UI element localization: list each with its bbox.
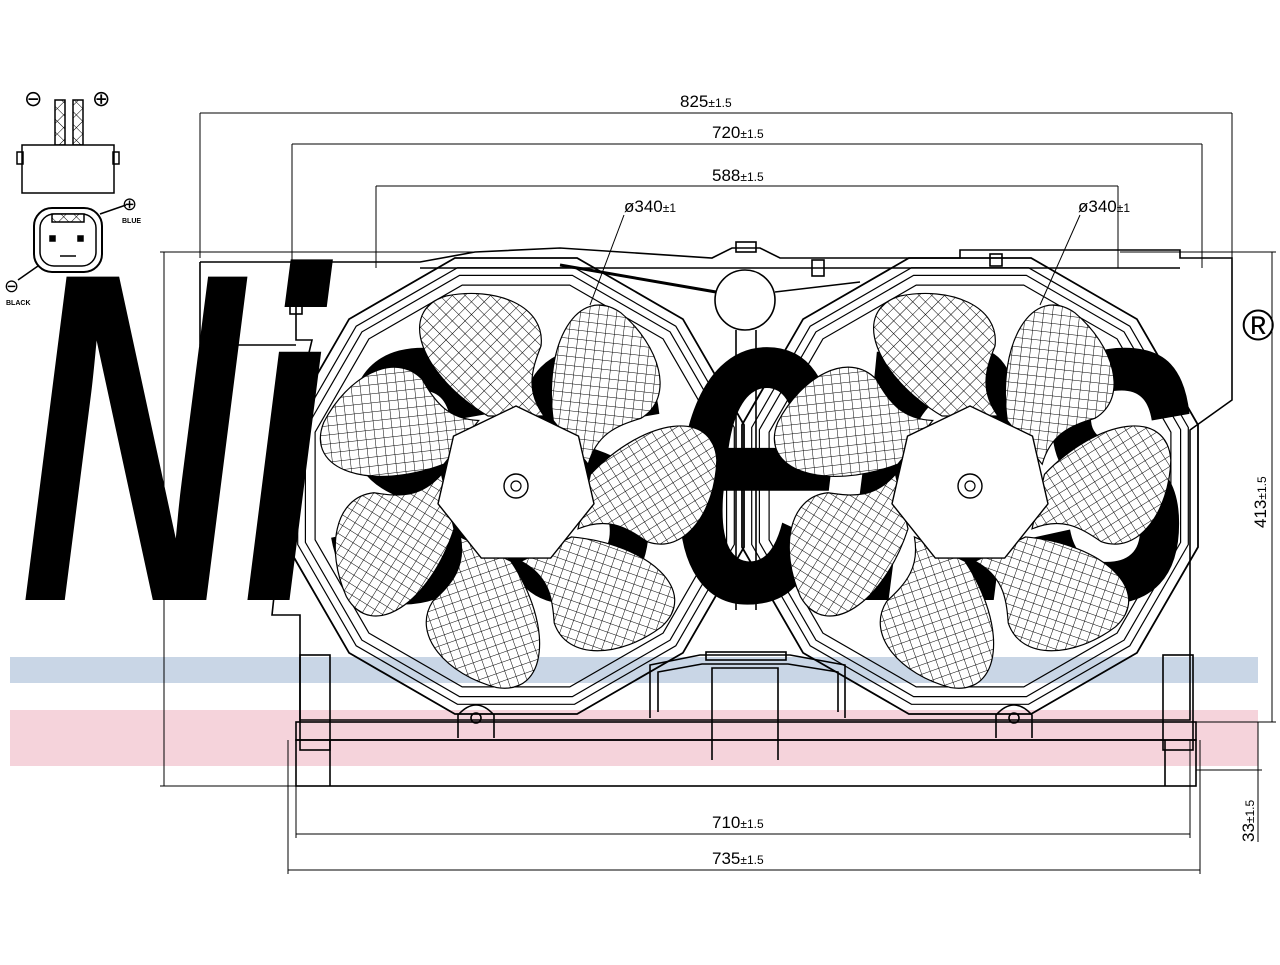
connector-leader-plus <box>99 204 127 215</box>
mount-lug-left-hole <box>470 712 482 724</box>
fan-right-ring-2 <box>751 267 1189 705</box>
harness-left <box>559 263 717 294</box>
watermark-registered-mark: ® <box>1242 301 1274 350</box>
fan-left-ring-3 <box>304 274 728 698</box>
dim-430-label: 430±1.5 <box>145 506 164 558</box>
connector-plug-body <box>33 207 103 273</box>
connector-wire-right <box>72 99 84 146</box>
connector-pin-left <box>49 235 56 242</box>
shroud-outline <box>200 247 1233 721</box>
fan-left-blade-5 <box>425 535 541 689</box>
dim-720-label: 720±1.5 <box>712 123 764 142</box>
mount-lug-right <box>995 704 1033 738</box>
left-clip <box>289 295 303 315</box>
bottom-foot <box>295 739 1197 787</box>
fan-right-hub-cap <box>957 473 983 499</box>
top-clip-left <box>735 241 757 253</box>
connector-pin-bar <box>51 213 85 223</box>
dim-588-label: 588±1.5 <box>712 166 764 185</box>
fan-right-blade-7 <box>773 366 934 477</box>
connector-latch-left <box>16 151 24 165</box>
dim-dia-left-label: ø340±1 <box>624 197 676 216</box>
connector-plus-symbol-2: ⊕ <box>122 194 137 214</box>
center-clip <box>705 651 787 661</box>
fans <box>287 257 1199 715</box>
shroud-frame <box>199 241 1233 787</box>
connector-plus-symbol: ⊕ <box>92 86 110 111</box>
fan-right-ring-4 <box>768 284 1172 688</box>
dim-33-label: 33±1.5 <box>1239 799 1258 842</box>
dim-710-label: 710±1.5 <box>712 813 764 832</box>
connector-minus-symbol-2: ⊖ <box>4 276 19 296</box>
fan-right-blade-6 <box>788 473 909 617</box>
fan-right-ring-1 <box>741 257 1199 715</box>
watermark-band-pink <box>10 710 1258 766</box>
top-clip-mid <box>811 259 825 277</box>
fan-left-blade-1 <box>419 292 546 417</box>
center-lower-box <box>649 654 846 718</box>
dim-413-label: 413±1.5 <box>1251 476 1270 528</box>
fan-left-ring-4 <box>314 284 718 688</box>
fan-right-blade-4 <box>973 536 1130 652</box>
fan-left-blade-6 <box>334 473 455 617</box>
connector-label-black: BLACK <box>6 300 31 307</box>
connector-minus-symbol: ⊖ <box>24 86 42 111</box>
connector-leader-minus <box>17 265 39 281</box>
fan-left-blade-2 <box>550 304 661 466</box>
fan-right-ring-3 <box>758 274 1182 698</box>
mount-lug-right-hole <box>1008 712 1020 724</box>
fan-left-hub-cap <box>503 473 529 499</box>
fan-right-blade-2 <box>1004 304 1115 466</box>
left-post <box>299 654 331 751</box>
motor-connector-knob <box>714 269 776 331</box>
fan-right-hub-center <box>964 480 976 492</box>
dim-735-label: 735±1.5 <box>712 849 764 868</box>
mount-lug-left <box>457 704 495 738</box>
fan-left-hub-center <box>510 480 522 492</box>
dim-dia-right-leader <box>1039 214 1081 306</box>
fan-right <box>741 257 1199 715</box>
fan-right-blade-3 <box>1031 425 1172 545</box>
connector-wire-left <box>54 99 66 146</box>
connector-detail: ⊖ ⊕ ⊕ BLUE ⊖ BLACK <box>4 86 141 307</box>
dimension-labels: 825±1.5 720±1.5 588±1.5 ø340±1 ø340±1 43… <box>145 92 1270 868</box>
harness-right <box>774 281 861 293</box>
connector-latch-right <box>112 151 120 165</box>
fan-left-blade-7 <box>319 366 480 477</box>
fan-left <box>287 257 745 715</box>
fan-right-blade-5 <box>879 535 995 689</box>
right-post <box>1162 654 1194 751</box>
fan-left-blade-3 <box>577 425 718 545</box>
left-side-bracket <box>199 262 296 346</box>
fan-right-blade-1 <box>873 292 1000 417</box>
connector-pin-right <box>77 235 84 242</box>
connector-housing <box>21 144 115 194</box>
dim-dia-left-leader <box>589 214 625 306</box>
connector-label-blue: BLUE <box>122 218 141 225</box>
dim-825-label: 825±1.5 <box>680 92 732 111</box>
fan-left-ring-2 <box>297 267 735 705</box>
top-clip-right <box>989 253 1003 267</box>
fan-left-ring-1 <box>287 257 745 715</box>
center-stem <box>711 667 779 760</box>
fan-left-blade-4 <box>519 536 676 652</box>
center-lower-box-inner <box>657 663 839 712</box>
dim-dia-right-label: ø340±1 <box>1078 197 1130 216</box>
